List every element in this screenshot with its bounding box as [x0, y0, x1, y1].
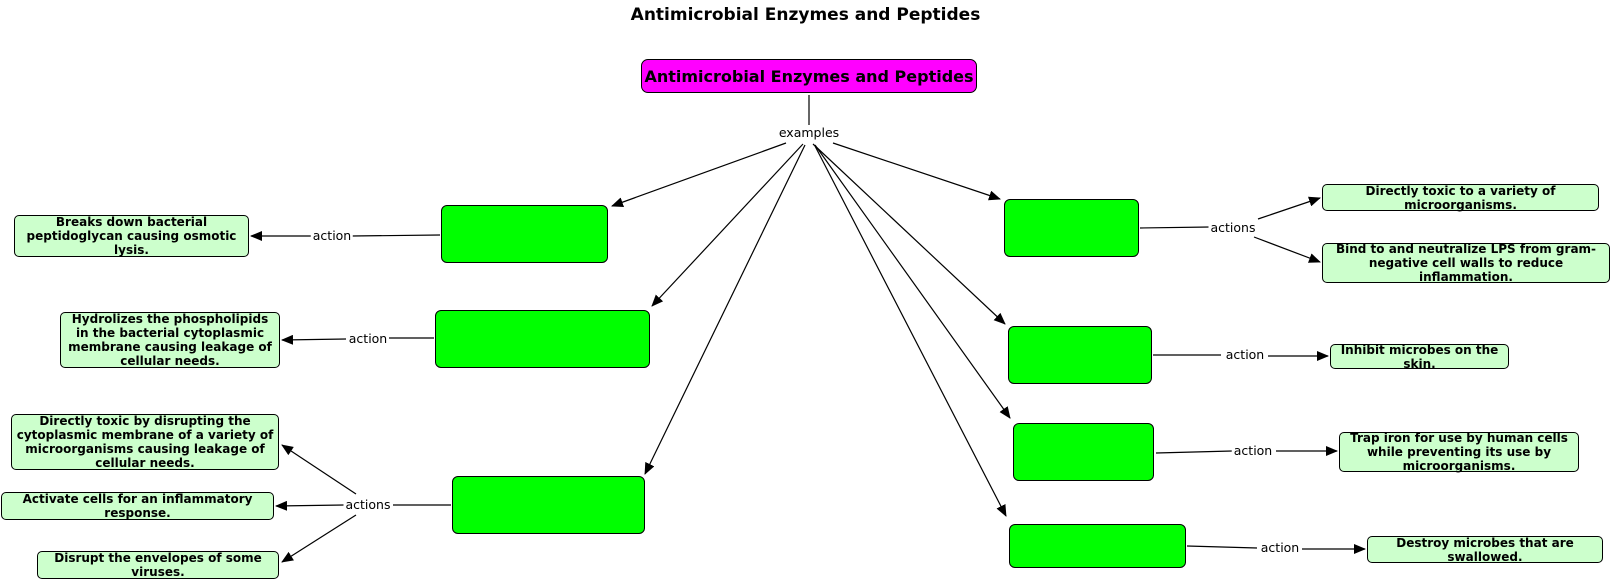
link-label-action-5: action [1223, 347, 1267, 363]
link-examples-box7 [814, 145, 1007, 517]
link-actions4-desc1 [1257, 196, 1321, 220]
example-box-7[interactable] [1009, 524, 1186, 568]
desc-iron: Trap iron for use by human cells while p… [1339, 431, 1579, 473]
example-box-3[interactable] [452, 476, 645, 534]
link-actions4-desc2 [1253, 236, 1321, 263]
desc-toxic: Directly toxic to a variety of microorga… [1322, 184, 1599, 212]
link-box6-action [1155, 450, 1233, 454]
link-label-action-1: action [310, 228, 354, 244]
page-title: Antimicrobial Enzymes and Peptides [630, 5, 981, 25]
example-box-2[interactable] [435, 310, 650, 368]
link-examples-box4 [832, 142, 1001, 201]
link-label-actions-3: actions [343, 497, 393, 513]
desc-skin: Inhibit microbes on the skin. [1330, 343, 1509, 371]
link-actions3-desc1 [281, 444, 357, 495]
link-examples-box2 [651, 143, 804, 307]
link-label-action-6: action [1231, 443, 1275, 459]
link-box4-actions [1139, 226, 1211, 229]
desc-envelopes: Disrupt the envelopes of some viruses. [37, 551, 279, 579]
desc-peptidoglycan: Breaks down bacterial peptidoglycan caus… [14, 215, 249, 257]
link-label-action-2: action [346, 331, 390, 347]
link-examples-box1 [611, 142, 787, 207]
link-action2-desc [281, 334, 347, 345]
link-examples-box6 [814, 144, 1011, 419]
example-box-6[interactable] [1013, 423, 1154, 481]
desc-lps: Bind to and neutralize LPS from gram-neg… [1322, 242, 1610, 284]
desc-swallowed: Destroy microbes that are swallowed. [1367, 536, 1603, 564]
example-box-5[interactable] [1008, 326, 1152, 384]
link-box7-action [1186, 545, 1258, 549]
link-label-examples: examples [776, 125, 842, 141]
root-concept-label: Antimicrobial Enzymes and Peptides [644, 66, 974, 86]
link-label-actions-4: actions [1208, 220, 1258, 236]
link-actions3-desc3 [281, 514, 357, 563]
link-label-action-7: action [1258, 540, 1302, 556]
link-examples-box3 [644, 144, 806, 475]
desc-inflammatory: Activate cells for an inflammatory respo… [1, 492, 274, 520]
desc-disrupt-membrane: Directly toxic by disrupting the cytopla… [11, 414, 279, 470]
link-examples-box5 [812, 143, 1006, 325]
example-box-1[interactable] [441, 205, 608, 263]
link-actions3-desc2 [275, 500, 345, 511]
root-concept: Antimicrobial Enzymes and Peptides [641, 59, 977, 93]
desc-phospholipids: Hydrolizes the phospholipids in the bact… [60, 312, 280, 368]
example-box-4[interactable] [1004, 199, 1139, 257]
link-box1-action [351, 234, 441, 237]
